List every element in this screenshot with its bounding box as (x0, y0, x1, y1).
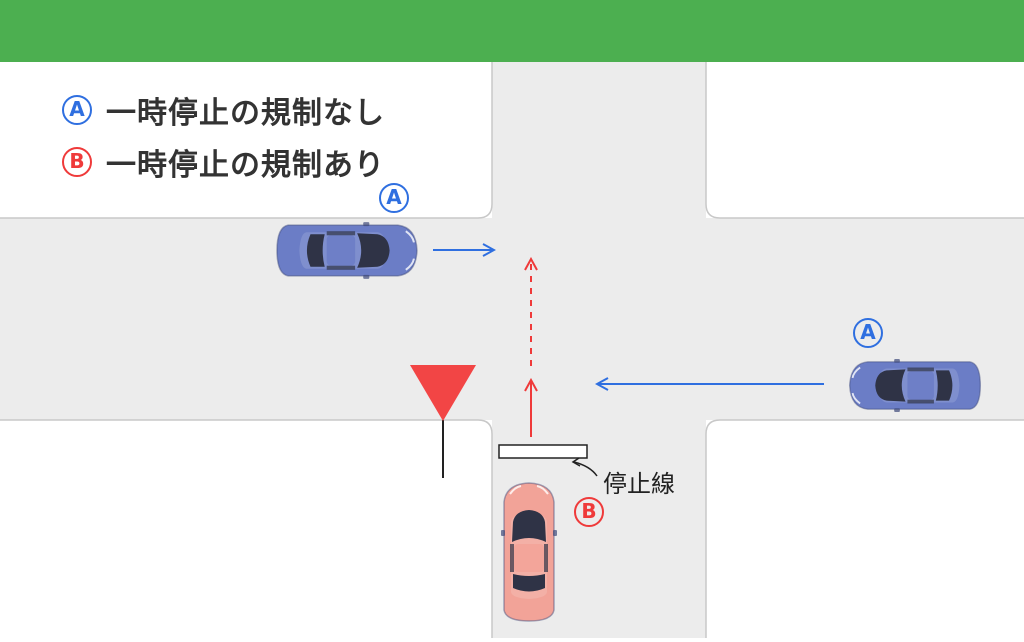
car-b (501, 482, 557, 622)
legend-row-b: B 一時停止の規制あり (62, 142, 385, 183)
stop-line-label: 停止線 (603, 470, 675, 498)
stop-line-pointer (573, 461, 598, 477)
car-b-marker: B (574, 497, 604, 527)
car-a-left (276, 222, 418, 279)
stop-line (498, 444, 588, 459)
car-a-right (848, 359, 982, 412)
marker-b-icon: B (62, 147, 92, 177)
car-a-left-marker: A (379, 183, 409, 213)
legend-text-b: 一時停止の規制あり (106, 148, 385, 183)
curb-lines (0, 62, 1024, 638)
stop-sign-icon (410, 365, 476, 478)
marker-a-icon: A (62, 95, 92, 125)
legend-text-a: 一時停止の規制なし (106, 96, 385, 131)
grass-strip (0, 0, 1024, 62)
car-a-right-marker: A (853, 318, 883, 348)
legend-row-a: A 一時停止の規制なし (62, 90, 385, 131)
